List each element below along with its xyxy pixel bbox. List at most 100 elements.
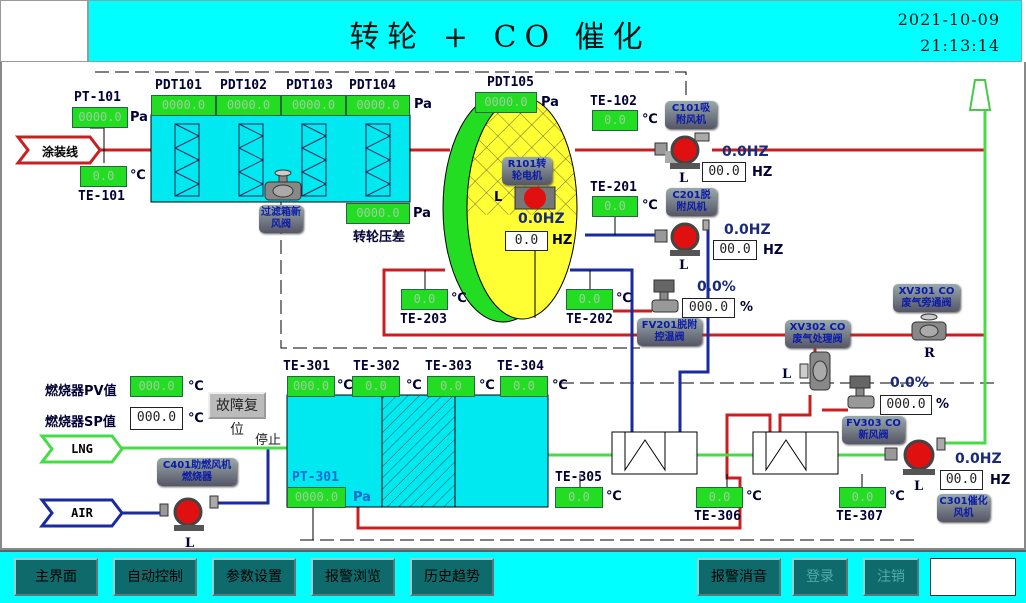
mode: L — [782, 367, 792, 382]
date: 2021-10-09 — [897, 10, 1000, 29]
logout-button[interactable]: 注销 — [863, 558, 919, 596]
te306-value: 0.0 — [696, 487, 743, 508]
process-area — [0, 62, 1026, 550]
unit: HZ — [763, 243, 784, 258]
valve-icons — [264, 169, 947, 409]
c301-freq: 0.0HZ — [955, 451, 1002, 467]
te303-value: 0.0 — [427, 376, 475, 397]
filter-elements — [173, 123, 392, 197]
te102-label: TE-102 — [590, 94, 637, 109]
unit: HZ — [752, 165, 773, 180]
user-display — [930, 558, 1016, 596]
te305-value: 0.0 — [555, 487, 603, 508]
te201-value: 0.0 — [592, 196, 638, 217]
unit: ℃ — [642, 112, 658, 127]
r101-freq-input[interactable]: 0.0 — [505, 231, 548, 251]
c201-fan-label[interactable]: C201脱附风机 — [666, 188, 717, 216]
pdt105-label: PDT105 — [487, 75, 534, 90]
c401-fan-label[interactable]: C401助燃风机燃烧器 — [157, 458, 237, 486]
c101-freq: 0.0HZ — [722, 144, 769, 160]
te201-label: TE-201 — [590, 180, 637, 195]
unit: ℃ — [889, 489, 905, 504]
fv303-valve-label[interactable]: FV303 CO新风阀 — [842, 416, 905, 444]
catalyst-bed — [381, 394, 456, 508]
te302-value: 0.0 — [352, 376, 400, 397]
burner-sp-input[interactable]: 000.0 — [130, 407, 183, 430]
te202-label: TE-202 — [566, 312, 613, 327]
burner-pv-label: 燃烧器PV值 — [45, 384, 117, 399]
te304-value: 0.0 — [500, 376, 548, 397]
unit: ℃ — [642, 198, 658, 213]
unit: ℃ — [188, 379, 204, 394]
mode: L — [494, 190, 503, 205]
green-pipes — [122, 100, 987, 457]
te307-value: 0.0 — [839, 487, 886, 508]
fv303-input[interactable]: 000.0 — [880, 395, 932, 415]
alarm-silence-button[interactable]: 报警消音 — [697, 558, 781, 596]
pt101-value: 0000.0 — [72, 107, 128, 128]
te303-label: TE-303 — [425, 359, 472, 374]
unit: ℃ — [616, 291, 632, 306]
mode: R — [924, 346, 935, 361]
burner-pv-value: 000.0 — [130, 376, 183, 397]
page-title: 转轮 + CO 催化 — [349, 20, 651, 55]
header — [88, 0, 1022, 62]
air-inlet: AIR — [71, 506, 93, 520]
c101-freq-input[interactable]: 00.0 — [702, 162, 746, 182]
wheel-dp-value: 0000.0 — [346, 203, 410, 224]
pdt101-label: PDT101 — [155, 78, 202, 93]
c301-freq-input[interactable]: 00.0 — [940, 470, 983, 490]
te102-value: 0.0 — [592, 110, 638, 131]
fv201-valve-label[interactable]: FV201脱附控温阀 — [637, 318, 702, 346]
pdt101-value: 0000.0 — [151, 95, 216, 116]
parameter-settings-button[interactable]: 参数设置 — [212, 558, 296, 596]
c201-freq: 0.0HZ — [724, 222, 771, 238]
te101-value: 0.0 — [80, 166, 127, 187]
unit: ℃ — [130, 168, 146, 183]
te307-label: TE-307 — [836, 509, 883, 524]
pt301-value: 0000.0 — [287, 487, 346, 508]
pt301-label: PT-301 — [292, 470, 339, 485]
r101-freq: 0.0HZ — [518, 211, 565, 227]
xv302-valve-label[interactable]: XV302 CO废气处理阀 — [785, 320, 850, 348]
r101-motor-label[interactable]: R101转轮电机 — [502, 157, 552, 185]
fv201-input[interactable]: 000.0 — [682, 298, 735, 318]
pdt104-label: PDT104 — [349, 78, 396, 93]
unit: Pa — [541, 95, 559, 110]
fan-icons — [159, 132, 946, 531]
unit: HZ — [990, 473, 1011, 488]
unit: Pa — [414, 97, 432, 112]
te306-label: TE-306 — [694, 509, 741, 524]
chimney-icon — [968, 79, 992, 111]
unit: % — [740, 300, 754, 315]
pdt105-value: 0000.0 — [475, 92, 537, 113]
login-button[interactable]: 登录 — [792, 558, 848, 596]
c101-fan-label[interactable]: C101吸附风机 — [665, 101, 717, 129]
fv303-pct: 0.0% — [890, 375, 929, 391]
unit: ℃ — [606, 489, 622, 504]
fv201-pct: 0.0% — [697, 279, 736, 295]
filter-valve-label[interactable]: 过滤箱新风阀 — [259, 205, 303, 233]
unit: HZ — [552, 233, 573, 248]
history-trend-button[interactable]: 历史趋势 — [410, 558, 494, 596]
te305-label: TE-305 — [555, 470, 602, 485]
te304-label: TE-304 — [497, 359, 544, 374]
pdt102-label: PDT102 — [220, 78, 267, 93]
unit: ℃ — [479, 378, 495, 393]
unit: Pa — [413, 206, 431, 221]
fault-reset-button[interactable]: 故障复位 — [208, 392, 266, 438]
mode: L — [185, 536, 195, 551]
unit: ℃ — [451, 291, 467, 306]
auto-control-button[interactable]: 自动控制 — [113, 558, 197, 596]
main-screen-button[interactable]: 主界面 — [14, 558, 98, 596]
te301-label: TE-301 — [283, 359, 330, 374]
alarm-browse-button[interactable]: 报警浏览 — [311, 558, 395, 596]
te302-label: TE-302 — [353, 359, 400, 374]
xv301-valve-label[interactable]: XV301 CO废气旁通阀 — [893, 284, 960, 312]
c201-freq-input[interactable]: 00.0 — [713, 240, 757, 260]
unit: ℃ — [337, 378, 353, 393]
inlet-painting-line: 涂装线 — [41, 145, 78, 159]
heat-exchangers — [611, 431, 839, 475]
wheel-dp-label: 转轮压差 — [353, 230, 406, 245]
c301-fan-label[interactable]: C301催化风机 — [937, 494, 990, 522]
